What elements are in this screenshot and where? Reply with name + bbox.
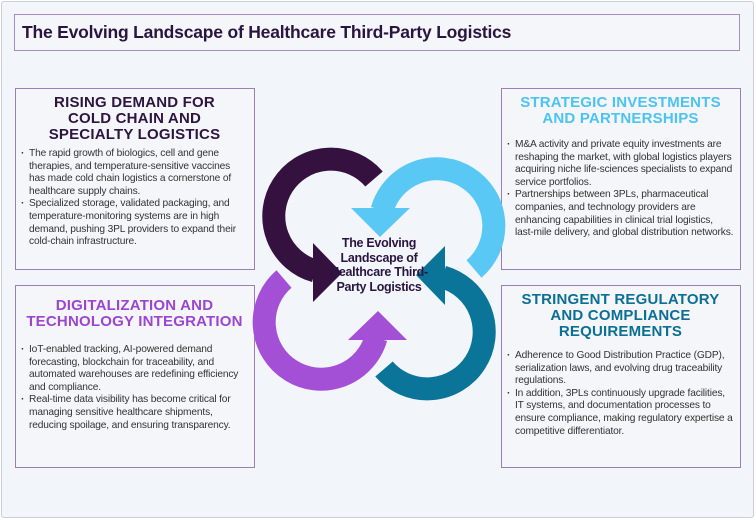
panel-heading: DIGITALIZATION AND TECHNOLOGY INTEGRATIO… <box>26 297 243 330</box>
arrow-teal <box>375 246 496 401</box>
center-label: The Evolving Landscape of Healthcare Thi… <box>330 236 428 294</box>
panel-cold-chain: RISING DEMAND FOR COLD CHAIN AND SPECIAL… <box>15 88 255 270</box>
panel-heading: STRINGENT REGULATORY AND COMPLIANCE REQU… <box>521 291 720 340</box>
page-title: The Evolving Landscape of Healthcare Thi… <box>14 14 740 51</box>
bullet: Specialized storage, validated packaging… <box>21 198 248 248</box>
panel-heading: RISING DEMAND FOR COLD CHAIN AND SPECIAL… <box>48 94 221 143</box>
arrow-purple <box>252 270 407 391</box>
bullet: In addition, 3PLs continuously upgrade f… <box>507 388 734 438</box>
panel-investments: STRATEGIC INVESTMENTS AND PARTNERSHIPS M… <box>501 88 741 270</box>
panel-regulatory: STRINGENT REGULATORY AND COMPLIANCE REQU… <box>501 285 741 468</box>
arrow-dark-purple <box>262 147 383 302</box>
bullet: IoT-enabled tracking, AI-powered demand … <box>21 344 248 394</box>
bullet: Partnerships between 3PLs, pharmaceutica… <box>507 189 734 239</box>
bullet: M&A activity and private equity investme… <box>507 139 734 189</box>
arrow-light-blue <box>351 157 506 278</box>
bullet: Real-time data visibility has become cri… <box>21 394 248 432</box>
bullet: Adherence to Good Distribution Practice … <box>507 350 734 388</box>
panel-digitalization: DIGITALIZATION AND TECHNOLOGY INTEGRATIO… <box>15 285 255 468</box>
panel-heading: STRATEGIC INVESTMENTS AND PARTNERSHIPS <box>520 94 721 127</box>
bullet: The rapid growth of biologics, cell and … <box>21 148 248 198</box>
